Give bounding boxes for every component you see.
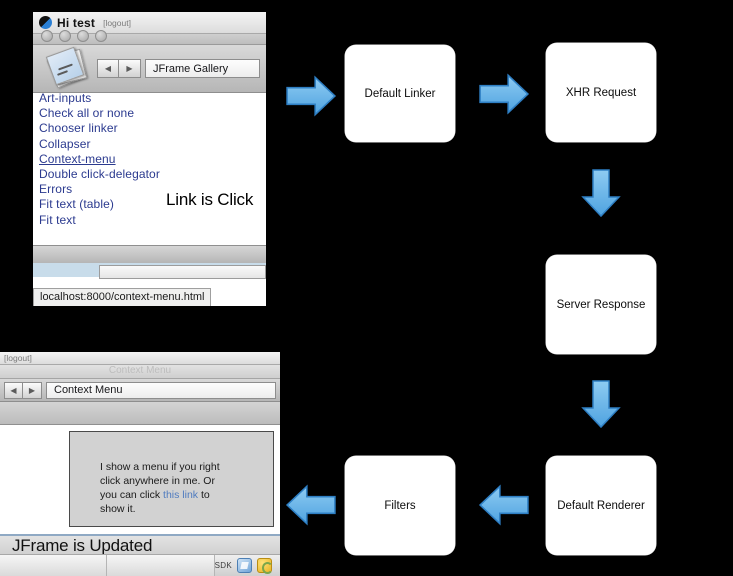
flow-node-server-response-label: Server Response [556, 298, 646, 311]
flow-node-default-renderer[interactable]: Default Renderer [546, 456, 656, 555]
flow-node-default-renderer-label: Default Renderer [557, 499, 645, 512]
request-lifecycle-flowchart: Default Linker XHR Request Server Respon… [280, 0, 733, 576]
flow-node-default-linker[interactable]: Default Linker [345, 45, 455, 142]
forward-button[interactable]: ▶ [119, 59, 141, 78]
gallery-bottom-chrome [33, 245, 266, 263]
sdk-label: SDK [214, 561, 232, 570]
nav-buttons[interactable]: ◀ ▶ [97, 59, 141, 78]
context-bookmark-bar [0, 402, 280, 425]
gallery-app-bar: Hi test [logout] [33, 12, 266, 34]
taskbar-slot-1[interactable] [0, 555, 108, 576]
context-panel-text: I show a menu if you right click anywher… [70, 432, 230, 516]
context-content: I show a menu if you right click anywher… [0, 425, 280, 535]
help-icon[interactable] [257, 558, 273, 574]
arrow-down-xhr-to-server-icon [576, 164, 626, 222]
context-taskbar[interactable]: SDK [0, 554, 280, 576]
flow-node-xhr-request[interactable]: XHR Request [546, 43, 656, 142]
context-app-bar: [logout] [0, 352, 280, 365]
taskbar-slot-2[interactable] [107, 555, 215, 576]
link-errors[interactable]: Errors [39, 182, 73, 197]
context-toolbar: ◀ ▶ Context Menu [0, 379, 280, 402]
system-tray[interactable]: SDK [214, 558, 280, 574]
zoom-button-icon[interactable] [77, 30, 89, 42]
jframe-updated-label: JFrame is Updated [12, 536, 153, 555]
context-menu-browser-window[interactable]: [logout] Context Menu ◀ ▶ Context Menu I… [0, 352, 280, 576]
context-panel-text-after: to show it. [100, 489, 210, 515]
arrow-left-renderer-to-filters-icon [478, 479, 530, 531]
context-forward-button[interactable]: ▶ [23, 381, 42, 399]
demo-link-list[interactable]: Art-inputs Check all or none Chooser lin… [33, 93, 266, 228]
show-menu-link[interactable]: this link [163, 489, 199, 501]
status-progress-field [99, 265, 266, 279]
gallery-browser-window[interactable]: Hi test [logout] ◀ ▶ JFrame Gallery [33, 12, 266, 306]
context-panel-text-before: I show a menu if you right click anywher… [100, 461, 220, 501]
link-chooser-linker[interactable]: Chooser linker [39, 121, 118, 136]
close-button-icon[interactable] [41, 30, 53, 42]
gallery-toolbar: ◀ ▶ JFrame Gallery [33, 45, 266, 93]
flow-node-server-response[interactable]: Server Response [546, 255, 656, 354]
flow-node-filters-label: Filters [384, 499, 416, 512]
ghost-window-title: Context Menu [108, 365, 172, 376]
context-menu-demo-panel[interactable]: I show a menu if you right click anywher… [69, 431, 274, 527]
arrow-right-into-linker-icon [285, 70, 337, 122]
address-input[interactable]: JFrame Gallery [145, 59, 260, 78]
link-check-all-or-none[interactable]: Check all or none [39, 106, 135, 121]
link-collapser[interactable]: Collapser [39, 136, 91, 151]
window-controls[interactable] [33, 30, 266, 45]
link-art-inputs[interactable]: Art-inputs [39, 93, 92, 105]
context-logout-link[interactable]: [logout] [4, 353, 32, 363]
logout-link[interactable]: [logout] [103, 17, 131, 28]
flow-node-xhr-request-label: XHR Request [565, 86, 637, 99]
context-nav-buttons[interactable]: ◀ ▶ [4, 381, 42, 399]
status-url-tooltip: localhost:8000/context-menu.html [33, 288, 212, 306]
link-fit-text-table[interactable]: Fit text (table) [39, 197, 114, 212]
gallery-content: Art-inputs Check all or none Chooser lin… [33, 93, 266, 245]
greeting-label: Hi test [57, 15, 96, 30]
link-fit-text[interactable]: Fit text [39, 212, 76, 227]
gallery-status-band [33, 263, 266, 279]
photo-gallery-icon [43, 46, 89, 92]
extra-button-icon[interactable] [95, 30, 107, 42]
safari-icon[interactable] [237, 558, 252, 573]
arrow-down-server-to-renderer-icon [576, 375, 626, 433]
link-double-click-delegator[interactable]: Double click-delegator [39, 167, 160, 182]
arrow-left-out-of-filters-icon [285, 479, 337, 531]
minimize-button-icon[interactable] [59, 30, 71, 42]
flow-node-default-linker-label: Default Linker [364, 87, 436, 100]
arrow-right-linker-to-xhr-icon [478, 68, 530, 120]
back-button[interactable]: ◀ [97, 59, 119, 78]
context-title-strip: Context Menu [0, 365, 280, 379]
link-context-menu[interactable]: Context-menu [39, 151, 116, 166]
context-back-button[interactable]: ◀ [4, 381, 23, 399]
flow-node-filters[interactable]: Filters [345, 456, 455, 555]
app-logo-icon [39, 16, 52, 29]
context-address-input[interactable]: Context Menu [46, 381, 276, 399]
link-is-clicked-message: Link is Click [166, 190, 254, 209]
